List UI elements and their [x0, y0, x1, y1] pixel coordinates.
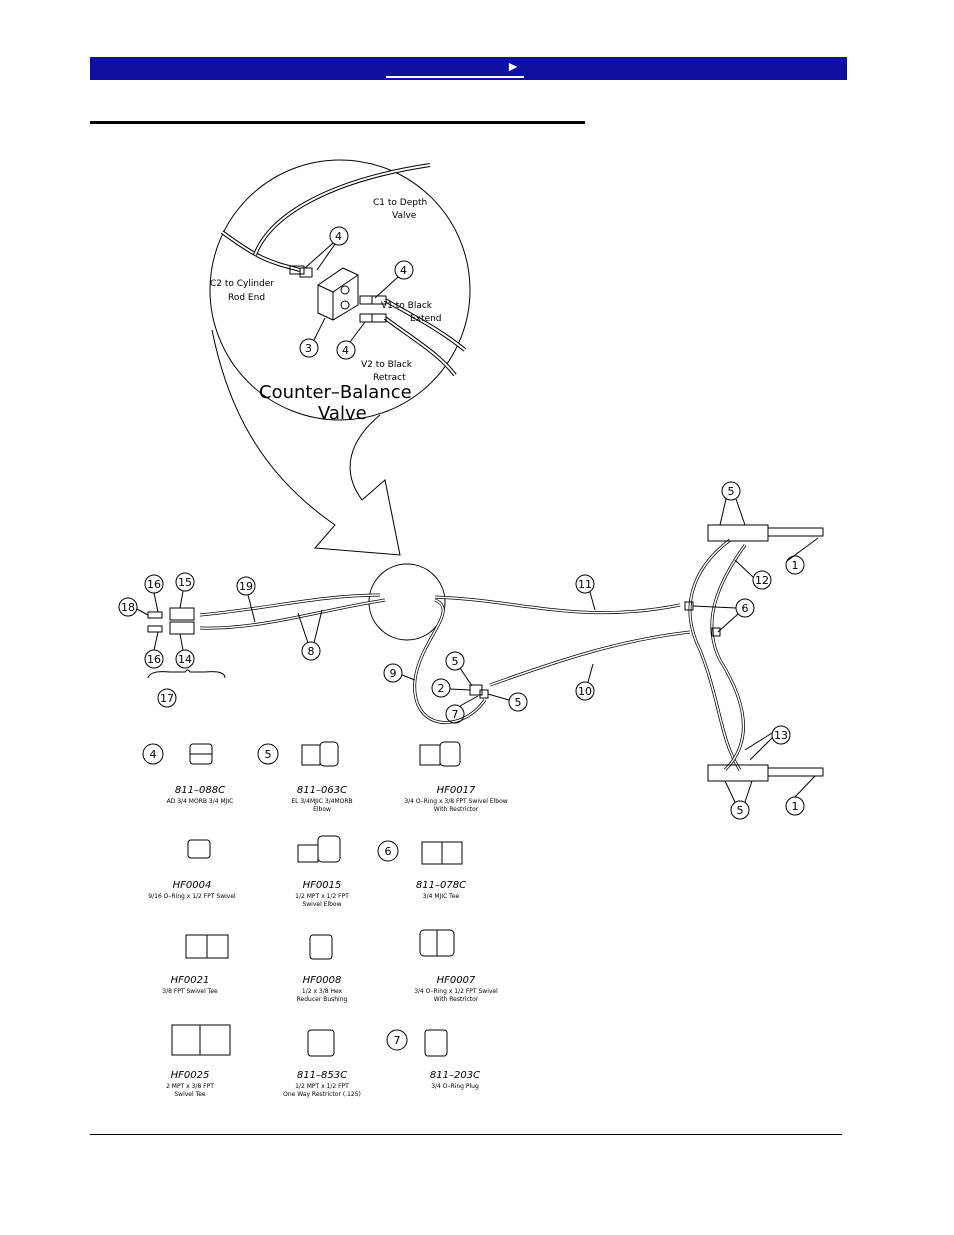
- inset-pointer: [211, 329, 401, 556]
- callout-15: 15: [178, 576, 192, 589]
- hose-10: [489, 630, 691, 687]
- part-desc: 1/2 MPT x 1/2 FPT: [295, 893, 349, 900]
- v1-label-line2: Extend: [410, 314, 442, 324]
- part-pn: HF0008: [303, 975, 342, 986]
- part-pn: HF0004: [173, 880, 212, 891]
- header-bar: [90, 57, 847, 80]
- v2-label-line1: V2 to Black: [361, 360, 413, 370]
- c1-label-line2: Valve: [392, 211, 417, 221]
- callout-19: 19: [239, 580, 253, 593]
- callout-1-top: 1: [792, 559, 799, 572]
- part-desc: 3/8 FPT Swivel Tee: [162, 988, 218, 995]
- c2-label-line1: C2 to Cylinder: [210, 279, 274, 289]
- part-pn: 811–203C: [430, 1070, 480, 1081]
- next-page-link[interactable]: ►: [386, 58, 524, 78]
- footer-rule: [90, 1134, 842, 1135]
- part-desc: 3/4 O–Ring x 1/2 FPT Swivel: [414, 988, 498, 995]
- part-thumbnails: [142, 741, 463, 1057]
- callout-12: 12: [755, 574, 769, 587]
- callout-7: 7: [452, 708, 459, 721]
- inset-title-line1: Counter–Balance: [259, 382, 412, 403]
- parts-callout-6: 6: [385, 845, 392, 858]
- part-pn: HF0007: [437, 975, 476, 986]
- part-desc2: Elbow: [313, 806, 331, 813]
- part-desc: 2 MPT x 3/8 FPT: [166, 1083, 214, 1090]
- v2-label-line2: Retract: [373, 373, 406, 383]
- part-desc: EL 3/4MJIC 3/4MORB: [291, 798, 352, 805]
- callout-10: 10: [578, 685, 592, 698]
- parts-legend: 811–088C AD 3/4 MORB 3/4 MJIC 811–063C E…: [148, 785, 507, 1098]
- parts-callout-5: 5: [265, 748, 272, 761]
- cylinder-top: [707, 524, 769, 542]
- part-pn: 811–853C: [297, 1070, 347, 1081]
- callout-5-mid: 5: [452, 655, 459, 668]
- valve-block: [317, 267, 359, 321]
- part-desc: 1/2 x 3/8 Hex: [302, 988, 343, 995]
- part-desc2: With Restrictor: [434, 806, 479, 813]
- callout-16-bottom: 16: [147, 653, 161, 666]
- callout-6: 6: [742, 602, 749, 615]
- part-desc2: One Way Restrictor (.125): [283, 1091, 361, 1098]
- callout-5-top: 5: [728, 485, 735, 498]
- part-desc: 3/4 O–Ring Plug: [431, 1083, 479, 1090]
- c1-label-line1: C1 to Depth: [373, 198, 427, 208]
- inset-callout-3: 3: [305, 342, 312, 355]
- part-pn: HF0017: [437, 785, 476, 796]
- callout-18: 18: [121, 601, 135, 614]
- part-desc: 9/16 O–Ring x 1/2 FPT Swivel: [148, 893, 236, 900]
- callout-1-bottom: 1: [792, 800, 799, 813]
- parts-callout-4: 4: [150, 748, 157, 761]
- section-rule: [90, 121, 585, 124]
- callout-9: 9: [390, 667, 397, 680]
- callout-16-top: 16: [147, 578, 161, 591]
- part-pn: HF0021: [171, 975, 210, 986]
- part-desc: AD 3/4 MORB 3/4 MJIC: [167, 798, 234, 805]
- callout-14: 14: [178, 653, 192, 666]
- callout-17: 17: [160, 692, 174, 705]
- inset-title-line2: Valve: [318, 403, 367, 424]
- part-pn: 811–078C: [416, 880, 466, 891]
- part-desc: 3/4 O–Ring x 3/8 FPT Swivel Elbow: [404, 798, 507, 805]
- part-desc2: Swivel Tee: [174, 1091, 206, 1098]
- c2-label-line2: Rod End: [228, 293, 265, 303]
- hose-9: [413, 598, 487, 725]
- inset-callout-4a: 4: [335, 230, 342, 243]
- inset-callout-4c: 4: [342, 344, 349, 357]
- part-desc2: Swivel Elbow: [302, 901, 341, 908]
- callout-13: 13: [774, 729, 788, 742]
- parts-callout-7: 7: [394, 1034, 401, 1047]
- callout-8: 8: [308, 645, 315, 658]
- part-desc2: Reducer Bushing: [297, 996, 348, 1003]
- callout-2: 2: [438, 682, 445, 695]
- callout-5-right: 5: [515, 696, 522, 709]
- callout-11: 11: [578, 578, 592, 591]
- part-desc: 1/2 MPT x 1/2 FPT: [295, 1083, 349, 1090]
- inset-callout-4b: 4: [400, 264, 407, 277]
- part-pn: 811–088C: [175, 785, 225, 796]
- part-pn: HF0025: [171, 1070, 210, 1081]
- inset-circle: [209, 159, 471, 421]
- v1-label-line1: V1 to Black: [381, 301, 433, 311]
- part-desc2: With Restrictor: [434, 996, 479, 1003]
- part-pn: HF0015: [303, 880, 342, 891]
- part-pn: 811–063C: [297, 785, 347, 796]
- callout-5-bottom: 5: [737, 804, 744, 817]
- part-desc: 3/4 MJIC Tee: [423, 893, 460, 900]
